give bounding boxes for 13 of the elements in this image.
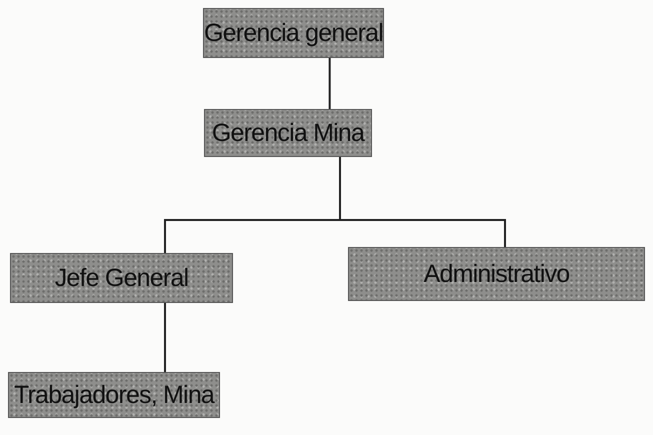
box-label: Jefe General — [54, 264, 188, 292]
box-label: Trabajadores, Mina — [14, 380, 214, 410]
box-label: Gerencia general — [204, 18, 383, 48]
box-label: Gerencia Mina — [212, 118, 364, 148]
org-box — [348, 247, 645, 301]
org-box — [204, 109, 372, 157]
org-box — [8, 372, 220, 418]
box-label: Administrativo — [424, 260, 570, 288]
org-box — [10, 253, 233, 303]
connector-line — [339, 157, 506, 247]
connector-line — [328, 58, 331, 109]
org-box — [203, 8, 384, 58]
connector-line — [164, 303, 166, 372]
